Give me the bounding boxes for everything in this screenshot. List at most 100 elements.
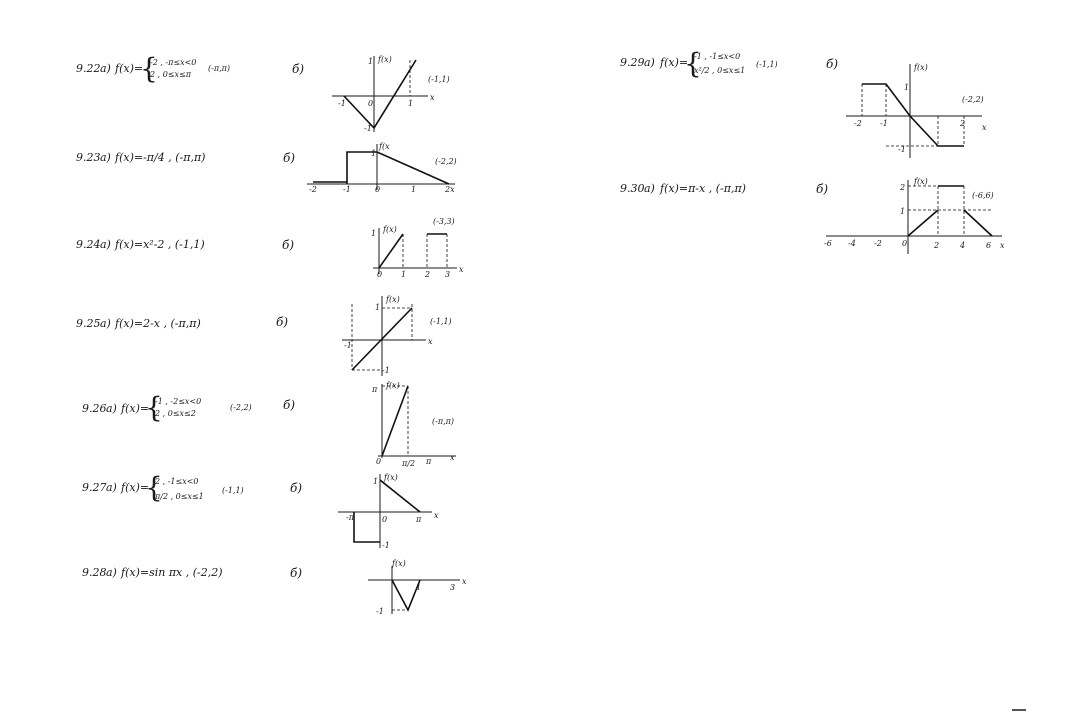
y-axis-label: f(x bbox=[378, 142, 390, 151]
graph-stroke bbox=[862, 83, 964, 147]
graph-9-27: f(x) x 1 -π 0 π -1 bbox=[338, 473, 439, 550]
tick-label: 6 bbox=[986, 241, 991, 250]
tick-label: 1 bbox=[371, 149, 376, 158]
tick-label: 1 bbox=[368, 57, 373, 66]
page-corner-mark bbox=[1012, 709, 1026, 711]
part-b-label: б) bbox=[292, 62, 305, 76]
piecewise-case: -1 , -2≤x<0 bbox=[155, 397, 202, 406]
piecewise-case: 2 , -1≤x<0 bbox=[155, 477, 199, 486]
tick-label: 0 bbox=[375, 185, 380, 194]
piecewise-case: π/2 , 0≤x≤1 bbox=[155, 492, 204, 501]
x-axis-label: x bbox=[1000, 241, 1005, 250]
graph-interval: (-3,3) bbox=[433, 217, 455, 226]
tick-label: 4 bbox=[959, 241, 965, 250]
piecewise-case: -1 , -1≤x<0 bbox=[694, 52, 741, 61]
brace-glyph: { bbox=[145, 391, 163, 424]
function-lhs: f(x)= bbox=[660, 56, 689, 69]
tick-label: π/2 bbox=[401, 459, 415, 468]
tick-label: π bbox=[415, 515, 422, 524]
graph-stroke bbox=[351, 307, 413, 371]
tick-label: π bbox=[425, 457, 432, 466]
graph-interval: (-π,π) bbox=[432, 417, 454, 426]
problem-number: 9.25 bbox=[76, 317, 101, 330]
part-a-label: а) bbox=[100, 317, 111, 330]
part-b-label: б) bbox=[816, 182, 829, 196]
tick-label: 2 bbox=[933, 241, 939, 250]
graph-9-29: f(x) x 1 -2 -1 2 -1 (-2,2) bbox=[846, 63, 987, 158]
graph-9-28: f(x) x 1 3 -1 bbox=[368, 559, 467, 616]
x-axis-label: x bbox=[459, 265, 464, 274]
tick-label: -π bbox=[346, 513, 355, 522]
tick-label: 1 bbox=[411, 185, 416, 194]
formula: f(x)=-π/4 , (-π,π) bbox=[115, 151, 206, 164]
part-b-label: б) bbox=[283, 151, 296, 165]
formula: f(x)=2-x , (-π,π) bbox=[115, 317, 201, 330]
graph-interval: (-2,2) bbox=[962, 95, 984, 104]
interval-label: (-2,2) bbox=[230, 403, 252, 412]
problem-number: 9.26 bbox=[82, 402, 107, 415]
graph-stroke bbox=[963, 209, 993, 237]
tick-label: 0 bbox=[902, 239, 907, 248]
brace-glyph: { bbox=[684, 47, 702, 80]
part-a-label: а) bbox=[100, 62, 111, 75]
tick-label: 0 bbox=[368, 99, 373, 108]
y-axis-label: f(x) bbox=[383, 473, 398, 482]
tick-label: 1 bbox=[373, 477, 378, 486]
problem-number: 9.30 bbox=[620, 182, 645, 195]
tick-label: π bbox=[371, 385, 378, 394]
tick-label: -6 bbox=[824, 239, 832, 248]
part-b-label: б) bbox=[282, 238, 295, 252]
x-axis-label: x bbox=[430, 93, 435, 102]
graph-stroke bbox=[378, 233, 404, 269]
graph-9-24: f(x) x 1 0 1 2 3 (-3,3) bbox=[371, 217, 464, 279]
x-axis-label: x bbox=[434, 511, 439, 520]
tick-label: -2 bbox=[874, 239, 882, 248]
tick-label: 0 bbox=[376, 457, 381, 466]
tick-label: -4 bbox=[848, 239, 856, 248]
tick-label: 1 bbox=[371, 229, 376, 238]
piecewise-case: 2 , 0≤x≤2 bbox=[155, 409, 196, 418]
problem-number: 9.27 bbox=[82, 481, 107, 494]
part-a-label: а) bbox=[106, 566, 117, 579]
part-b-label: б) bbox=[283, 398, 296, 412]
tick-label: -2 bbox=[309, 185, 317, 194]
x-axis-label: x bbox=[450, 453, 455, 462]
problem-number: 9.29 bbox=[620, 56, 645, 69]
tick-label: -2 bbox=[854, 119, 862, 128]
function-lhs: f(x)= bbox=[121, 402, 150, 415]
tick-label: -1 bbox=[880, 119, 888, 128]
tick-label: 3 bbox=[450, 583, 455, 592]
graph-stroke bbox=[343, 59, 417, 130]
x-axis-label: 2x bbox=[444, 185, 455, 194]
graph-9-30: f(x) x 2 1 -6 -4 -2 0 2 4 6 (-6,6) bbox=[824, 177, 1005, 254]
graph-9-25: f(x) x 1 -1 -1 (-1,1) bbox=[342, 295, 452, 376]
part-a-label: а) bbox=[100, 238, 111, 251]
formula: f(x)=π-x , (-π,π) bbox=[660, 182, 746, 195]
part-b-label: б) bbox=[826, 57, 839, 71]
graph-stroke bbox=[346, 151, 450, 185]
interval-label: (-π,π) bbox=[208, 64, 231, 73]
graph-interval: (-6,6) bbox=[972, 191, 994, 200]
tick-label: -1 bbox=[382, 366, 390, 375]
y-axis-label: f(x) bbox=[913, 63, 928, 72]
interval-label: (-1,1) bbox=[222, 486, 244, 495]
tick-label: 1 bbox=[375, 303, 380, 312]
problem-number: 9.24 bbox=[76, 238, 101, 251]
part-b-label: б) bbox=[290, 481, 303, 495]
tick-label: 3 bbox=[445, 270, 450, 279]
graph-interval: (-1,1) bbox=[428, 75, 450, 84]
tick-label: -1 bbox=[382, 541, 390, 550]
x-axis-label: x bbox=[428, 337, 433, 346]
tick-label: -1 bbox=[376, 607, 384, 616]
tick-label: -1 bbox=[898, 145, 906, 154]
part-a-label: а) bbox=[644, 182, 655, 195]
piecewise-case: -2 , -π≤x<0 bbox=[150, 58, 197, 67]
part-a-label: а) bbox=[100, 151, 111, 164]
y-axis-label: f(x) bbox=[385, 295, 400, 304]
y-axis-label: f(x) bbox=[377, 55, 392, 64]
part-b-label: б) bbox=[290, 566, 303, 580]
graph-interval: (-2,2) bbox=[435, 157, 457, 166]
brace-glyph: { bbox=[140, 52, 158, 85]
part-a-label: а) bbox=[644, 56, 655, 69]
